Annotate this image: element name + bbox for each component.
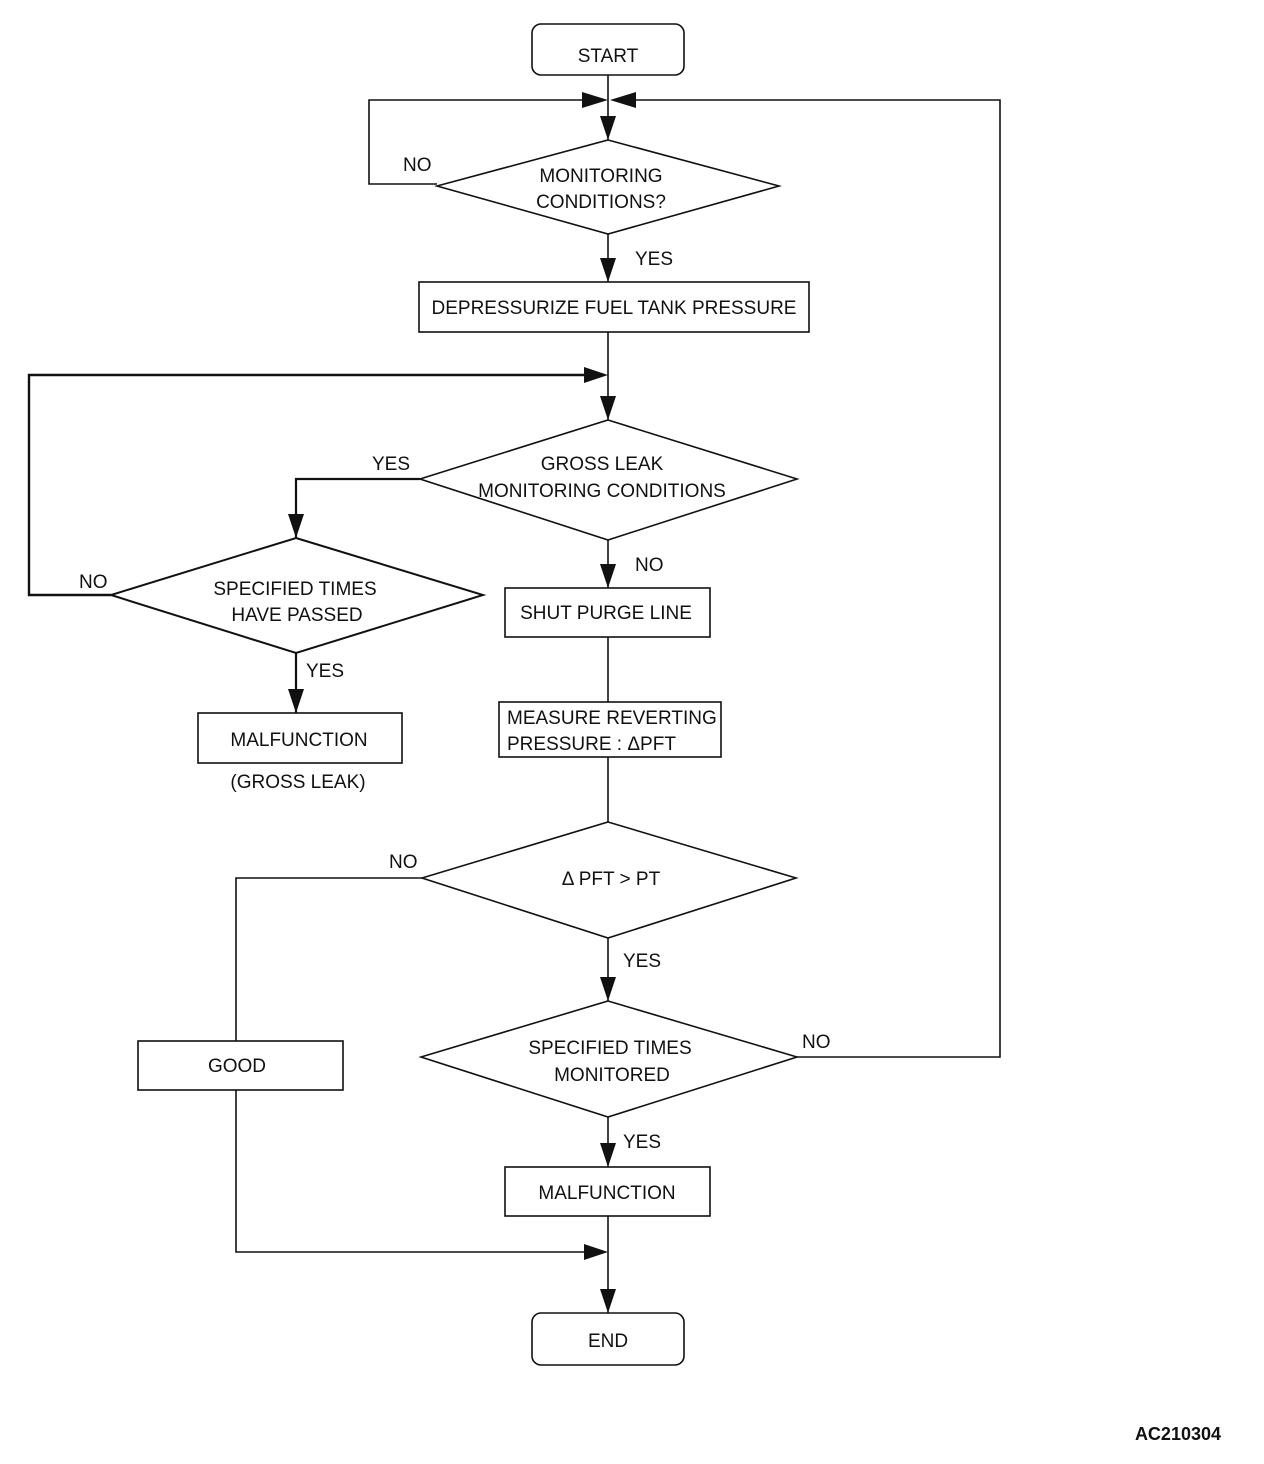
times-passed-decision: SPECIFIED TIMES HAVE PASSED [107, 536, 487, 655]
times-passed-line-2: HAVE PASSED [231, 605, 362, 626]
monitoring-no-label: NO [403, 155, 432, 176]
times-passed-yes-label: YES [306, 661, 344, 682]
times-monitored-line-1: SPECIFIED TIMES [528, 1038, 691, 1059]
arrow-into-top-from-left [582, 92, 608, 108]
gross-leak-decision: GROSS LEAK MONITORING CONDITIONS [417, 419, 800, 541]
arrow-down-to-depressurize [600, 258, 616, 282]
end-terminal: END [531, 1312, 685, 1366]
arrowheads [288, 92, 636, 1313]
delta-pft-label: Δ PFT > PT [562, 869, 661, 890]
times-monitored-yes-label: YES [623, 1132, 661, 1153]
arrow-down-to-monitored [600, 977, 616, 1001]
start-label: START [578, 46, 639, 67]
shut-purge-process: SHUT PURGE LINE [504, 587, 711, 638]
times-monitored-no-label: NO [802, 1032, 831, 1053]
arrow-right-loop-into-gross [584, 367, 608, 383]
figure-code: AC210304 [1135, 1424, 1221, 1444]
delta-pft-decision: Δ PFT > PT [419, 821, 799, 939]
depressurize-label: DEPRESSURIZE FUEL TANK PRESSURE [432, 298, 797, 319]
times-passed-line-1: SPECIFIED TIMES [213, 579, 376, 600]
monitoring-conditions-line-2: CONDITIONS? [536, 192, 666, 213]
malfunction-label: MALFUNCTION [538, 1183, 675, 1204]
monitoring-conditions-line-1: MONITORING [539, 166, 662, 187]
gross-leak-yes-label: YES [372, 454, 410, 475]
arrow-down-to-malfunction-gross [288, 689, 304, 713]
depressurize-process: DEPRESSURIZE FUEL TANK PRESSURE [418, 281, 810, 333]
malfunction-gross-process: MALFUNCTION (GROSS LEAK) [197, 712, 403, 793]
branch-labels: NO YES YES NO NO YES NO YES NO YES [79, 155, 831, 1153]
measure-reverting-process: MEASURE REVERTING PRESSURE : ΔPFT [498, 701, 722, 758]
times-monitored-line-2: MONITORED [554, 1065, 670, 1086]
good-label: GOOD [208, 1056, 266, 1077]
shut-purge-label: SHUT PURGE LINE [520, 603, 692, 624]
start-terminal: START [531, 23, 685, 76]
gross-leak-line-1: GROSS LEAK [541, 454, 664, 475]
good-process: GOOD [137, 1040, 344, 1091]
delta-pft-no-label: NO [389, 852, 418, 873]
monitoring-conditions-decision: MONITORING CONDITIONS? [433, 139, 783, 235]
measure-reverting-line-1: MEASURE REVERTING [507, 708, 717, 729]
arrow-down-to-monitoring [600, 116, 616, 140]
gross-leak-line-2: MONITORING CONDITIONS [478, 481, 726, 502]
arrow-down-to-times-passed [288, 514, 304, 538]
arrow-down-to-end [600, 1289, 616, 1313]
measure-reverting-line-2: PRESSURE : ΔPFT [507, 734, 676, 755]
end-label: END [588, 1331, 628, 1352]
gross-leak-no-label: NO [635, 555, 664, 576]
arrow-down-to-malfunction [600, 1143, 616, 1167]
arrow-down-to-gross-leak [600, 396, 616, 420]
monitoring-yes-label: YES [635, 249, 673, 270]
arrow-into-top-from-right [610, 92, 636, 108]
connectors [27, 75, 1001, 1313]
times-passed-no-label: NO [79, 572, 108, 593]
arrow-down-to-shut-purge [600, 564, 616, 588]
times-monitored-decision: SPECIFIED TIMES MONITORED [418, 1000, 800, 1118]
gross-leak-note: (GROSS LEAK) [230, 772, 365, 793]
malfunction-process: MALFUNCTION [504, 1166, 711, 1217]
arrow-right-into-end-line [584, 1244, 608, 1260]
delta-pft-yes-label: YES [623, 951, 661, 972]
malfunction-gross-label: MALFUNCTION [230, 730, 367, 751]
